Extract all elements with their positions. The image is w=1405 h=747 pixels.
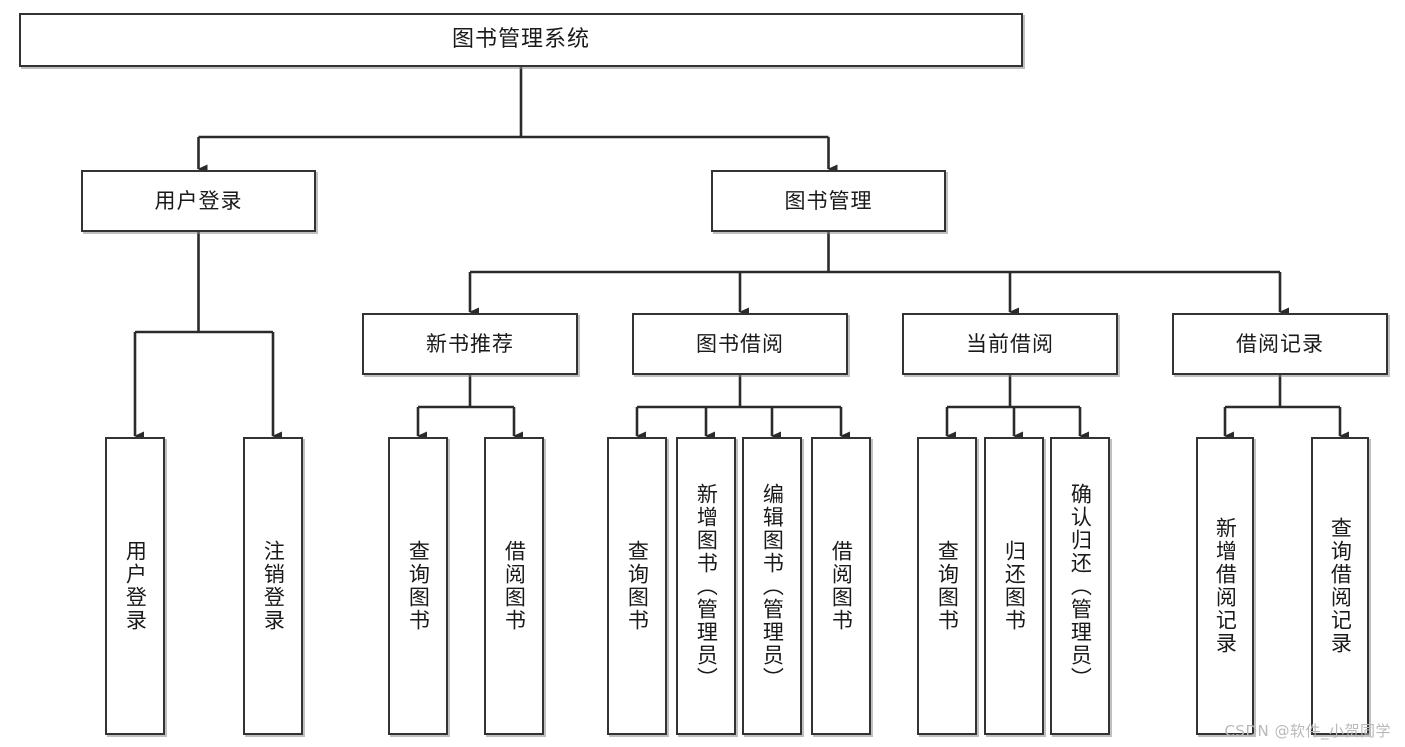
node-label-br_query_record: 查询借阅记录 <box>1328 517 1353 655</box>
node-label-current_borrow: 当前借阅 <box>966 331 1054 356</box>
node-box-rec_borrow_book[interactable]: 借阅图书 <box>484 437 544 735</box>
node-box-root[interactable]: 图书管理系统 <box>19 13 1023 67</box>
node-label-br_add_record: 新增借阅记录 <box>1213 517 1238 655</box>
node-box-br_add_record[interactable]: 新增借阅记录 <box>1196 437 1254 735</box>
node-box-bb_add_book[interactable]: 新增图书（管理员） <box>676 437 736 735</box>
node-label-new_book_rec: 新书推荐 <box>426 331 514 356</box>
node-box-bb_borrow_book[interactable]: 借阅图书 <box>811 437 871 735</box>
node-box-rec_query_book[interactable]: 查询图书 <box>388 437 448 735</box>
node-box-book_borrow[interactable]: 图书借阅 <box>632 313 848 375</box>
node-label-cb_confirm_return: 确认归还（管理员） <box>1068 482 1093 690</box>
node-label-leaf_logout: 注销登录 <box>261 540 286 632</box>
node-label-bb_add_book: 新增图书（管理员） <box>694 482 719 690</box>
node-label-bb_edit_book: 编辑图书（管理员） <box>760 482 785 690</box>
node-label-book_borrow: 图书借阅 <box>696 331 784 356</box>
node-box-leaf_logout[interactable]: 注销登录 <box>243 437 303 735</box>
node-box-cb_confirm_return[interactable]: 确认归还（管理员） <box>1050 437 1110 735</box>
node-label-leaf_user_login: 用户登录 <box>123 540 148 632</box>
node-label-rec_query_book: 查询图书 <box>406 540 431 632</box>
node-box-cb_return_book[interactable]: 归还图书 <box>984 437 1044 735</box>
node-box-current_borrow[interactable]: 当前借阅 <box>902 313 1118 375</box>
node-label-book_mgmt: 图书管理 <box>784 188 873 213</box>
node-label-rec_borrow_book: 借阅图书 <box>502 540 527 632</box>
node-box-br_query_record[interactable]: 查询借阅记录 <box>1311 437 1369 735</box>
node-box-book_mgmt[interactable]: 图书管理 <box>711 170 946 232</box>
node-box-bb_edit_book[interactable]: 编辑图书（管理员） <box>742 437 802 735</box>
node-box-leaf_user_login[interactable]: 用户登录 <box>105 437 165 735</box>
node-box-new_book_rec[interactable]: 新书推荐 <box>362 313 578 375</box>
node-label-root: 图书管理系统 <box>451 27 590 53</box>
node-box-borrow_record[interactable]: 借阅记录 <box>1172 313 1388 375</box>
node-label-cb_return_book: 归还图书 <box>1002 540 1027 632</box>
node-box-cb_query_book[interactable]: 查询图书 <box>917 437 977 735</box>
node-label-user_login: 用户登录 <box>154 188 243 213</box>
node-box-user_login[interactable]: 用户登录 <box>81 170 316 232</box>
node-label-cb_query_book: 查询图书 <box>935 540 960 632</box>
node-label-bb_query_book: 查询图书 <box>625 540 650 632</box>
node-label-bb_borrow_book: 借阅图书 <box>829 540 854 632</box>
node-box-bb_query_book[interactable]: 查询图书 <box>607 437 667 735</box>
node-label-borrow_record: 借阅记录 <box>1236 331 1324 356</box>
connector-layer <box>133 67 1349 441</box>
